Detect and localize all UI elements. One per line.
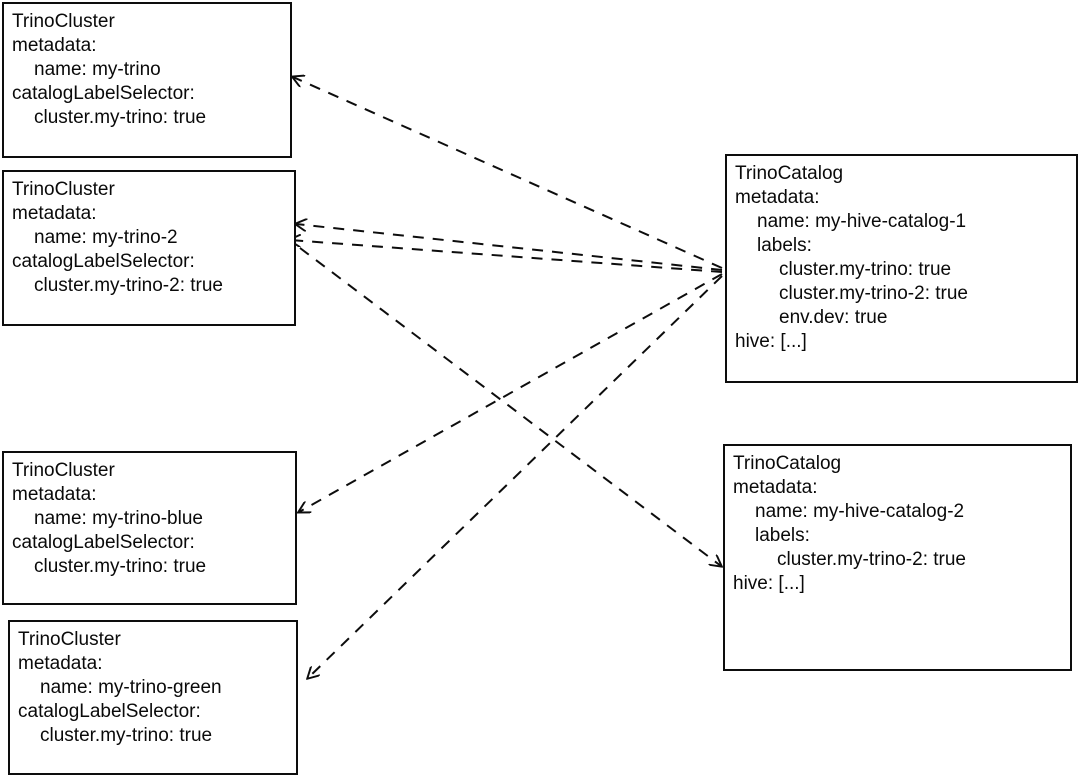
node-field-line: name: my-trino-green xyxy=(40,677,222,698)
node-field-line: metadata: xyxy=(12,35,97,56)
node-field-line: cluster.my-trino-2: true xyxy=(779,283,968,304)
node-kind-label: TrinoCatalog xyxy=(735,163,844,184)
node-field-line: name: my-trino-2 xyxy=(34,227,178,248)
edge-catalog1-to-my-trino-2-a xyxy=(296,224,723,271)
node-field-line: cluster.my-trino: true xyxy=(34,107,207,128)
node-field-line: cluster.my-trino: true xyxy=(34,556,207,577)
node-trinocatalog-my-hive-catalog-1: TrinoCatalog metadata: name: my-hive-catal… xyxy=(725,154,1078,383)
node-field-line: hive: [...] xyxy=(735,331,807,352)
node-field-line: env.dev: true xyxy=(779,307,888,328)
node-field-line: labels: xyxy=(757,235,812,256)
node-field-line: cluster.my-trino: true xyxy=(779,259,952,280)
node-field-line: name: my-trino xyxy=(34,59,161,80)
edge-my-trino-2-to-catalog2 xyxy=(299,247,721,566)
node-trinocluster-my-trino-2: TrinoCluster metadata: name: my-trino-2 cat… xyxy=(2,170,296,326)
node-field-line: catalogLabelSelector: xyxy=(12,83,195,104)
node-kind-label: TrinoCluster xyxy=(12,11,115,32)
node-trinocluster-my-trino-green: TrinoCluster metadata: name: my-trino-gree… xyxy=(8,620,298,775)
edge-catalog2-to-my-trino-2 xyxy=(290,240,723,273)
node-field-line: cluster.my-trino-2: true xyxy=(34,275,223,296)
node-field-line: catalogLabelSelector: xyxy=(12,251,195,272)
node-field-line: name: my-hive-catalog-1 xyxy=(757,211,967,232)
node-field-line: hive: [...] xyxy=(733,573,805,594)
node-field-line: metadata: xyxy=(18,653,103,674)
node-kind-label: TrinoCluster xyxy=(18,629,121,650)
edge-catalog1-to-my-trino-green xyxy=(308,275,723,678)
node-field-line: metadata: xyxy=(12,484,97,505)
node-trinocluster-my-trino-blue: TrinoCluster metadata: name: my-trino-blue… xyxy=(2,451,297,605)
node-field-line: catalogLabelSelector: xyxy=(18,701,201,722)
node-kind-label: TrinoCatalog xyxy=(733,453,842,474)
node-field-line: metadata: xyxy=(733,477,818,498)
edge-catalog1-to-my-trino xyxy=(293,77,723,269)
node-trinocatalog-my-hive-catalog-2: TrinoCatalog metadata: name: my-hive-catal… xyxy=(723,444,1072,671)
node-field-line: labels: xyxy=(755,525,810,546)
edge-catalog1-to-my-trino-blue xyxy=(299,273,723,512)
node-kind-label: TrinoCluster xyxy=(12,179,115,200)
node-field-line: cluster.my-trino-2: true xyxy=(777,549,966,570)
node-field-line: name: my-trino-blue xyxy=(34,508,203,529)
node-field-line: metadata: xyxy=(735,187,820,208)
node-field-line: catalogLabelSelector: xyxy=(12,532,195,553)
node-field-line: name: my-hive-catalog-2 xyxy=(755,501,965,522)
node-trinocluster-my-trino: TrinoCluster metadata: name: my-trino catal… xyxy=(2,2,292,158)
edge-group xyxy=(290,77,722,678)
node-field-line: cluster.my-trino: true xyxy=(40,725,213,746)
node-field-line: metadata: xyxy=(12,203,97,224)
node-kind-label: TrinoCluster xyxy=(12,460,115,481)
